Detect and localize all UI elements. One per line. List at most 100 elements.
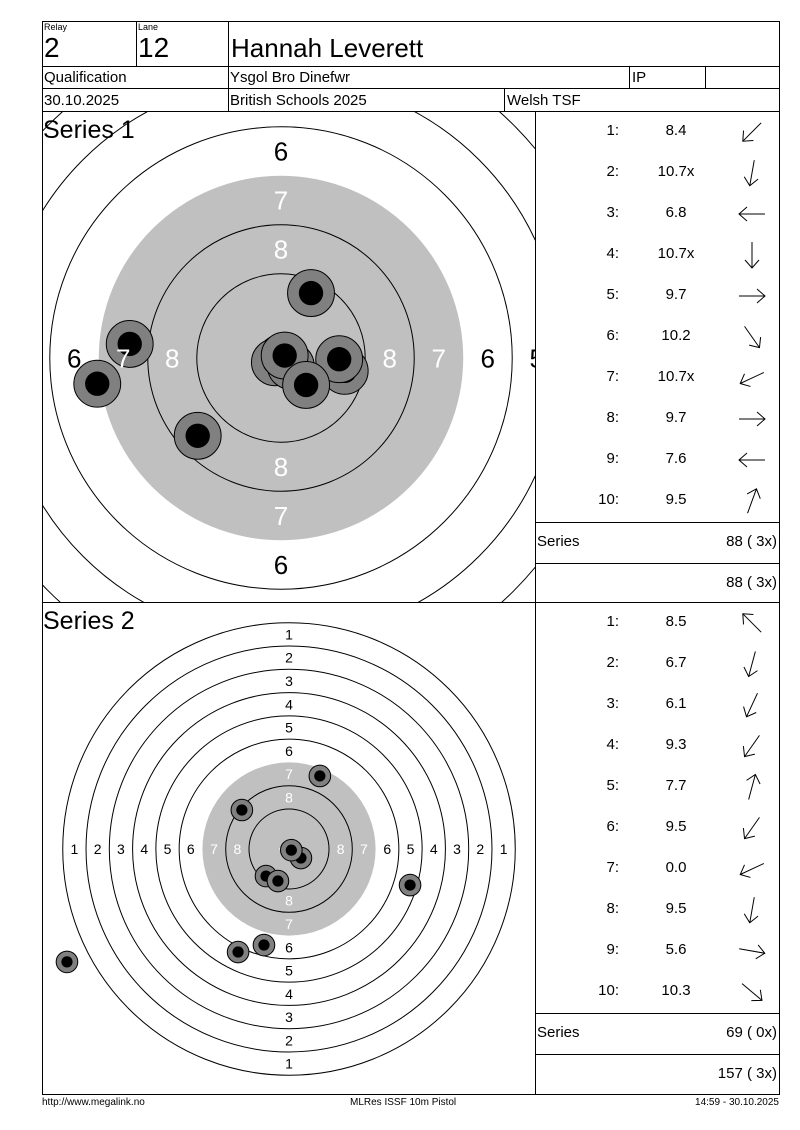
ring-label: 1	[70, 841, 78, 857]
direction-arrow-icon	[739, 944, 766, 960]
direction-arrow-icon	[743, 160, 759, 187]
direction-arrow-icon	[746, 773, 761, 800]
shot-row: 1: 8.4	[536, 112, 779, 153]
ring-label: 4	[430, 841, 438, 857]
shot-hole-core	[293, 372, 319, 398]
ring-label: 6	[285, 939, 293, 955]
direction-arrow-icon	[746, 488, 761, 514]
ring-label: 2	[476, 841, 484, 857]
shot-row: 10:9.5	[536, 481, 779, 522]
shot-hole-core	[298, 280, 324, 306]
ring-label: 6	[383, 841, 391, 857]
ring-label: 3	[285, 673, 293, 689]
ring-label: 7	[274, 186, 288, 216]
shot-number: 6:	[606, 327, 619, 344]
shot-hole-core	[61, 956, 73, 968]
direction-arrow-icon	[742, 122, 762, 142]
ring-label: 8	[337, 841, 345, 857]
direction-arrow-icon	[744, 326, 762, 349]
relay-label: Relay	[44, 22, 68, 32]
ring-label: 5	[274, 112, 288, 118]
shot-score: 0.0	[665, 859, 687, 876]
shot-hole-core	[258, 939, 270, 951]
ring-6	[49, 126, 513, 590]
direction-arrow-icon	[743, 693, 758, 718]
ring-label: 5	[285, 963, 293, 979]
shot-number: 10:	[598, 982, 619, 999]
event: Qualification	[44, 69, 127, 86]
relay-value: 2	[44, 32, 60, 63]
shot-number: 9:	[606, 941, 619, 958]
shot-number: 2:	[606, 163, 619, 180]
shot-score: 8.4	[665, 122, 687, 139]
shot-number: 7:	[606, 859, 619, 876]
shot-score: 7.7	[665, 777, 687, 794]
ring-label: 4	[140, 841, 148, 857]
direction-arrow-icon	[742, 735, 760, 758]
shot-number: 8:	[606, 900, 619, 917]
shot-row: 3: 6.8	[536, 194, 779, 235]
ring-4	[132, 692, 446, 1006]
shot-row: 10:10.3	[536, 972, 779, 1013]
shot-row: 5:9.7	[536, 276, 779, 317]
shot-hole-core	[314, 770, 326, 782]
shot-hole-core	[85, 371, 110, 396]
shot-hole-core	[185, 423, 210, 448]
shot-score: 9.5	[665, 491, 687, 508]
ring-5	[155, 715, 423, 983]
shot-row: 1:8.5	[536, 603, 779, 644]
direction-arrow-icon	[739, 411, 766, 427]
ring-label: 8	[285, 893, 293, 909]
shot-score: 6.7	[665, 654, 687, 671]
shot-hole-core	[236, 804, 248, 816]
shot-score: 5.6	[665, 941, 687, 958]
shot-row: 7: 10.7x	[536, 358, 779, 399]
ring-8	[225, 785, 353, 913]
shot-score: 10.7x	[657, 368, 695, 385]
direction-arrow-icon	[742, 817, 760, 840]
ring-label: 5	[285, 720, 293, 736]
ring-label: 8	[274, 452, 288, 482]
running-total-row: 157 ( 3x)	[536, 1054, 779, 1095]
ring-label: 3	[117, 841, 125, 857]
footer-program: MLRes ISSF 10m Pistol	[350, 1097, 457, 1108]
shot-number: 2:	[606, 654, 619, 671]
shot-score: 10.2	[661, 327, 691, 344]
direction-arrow-icon	[739, 863, 764, 878]
shot-number: 7:	[606, 368, 619, 385]
shot-number: 4:	[606, 736, 619, 753]
running-total: 157 ( 3x)	[717, 1065, 777, 1082]
shot-row: 9: 5.6	[536, 931, 779, 972]
direction-arrow-icon	[744, 242, 760, 269]
direction-arrow-icon	[739, 372, 764, 387]
lane-label: Lane	[138, 22, 159, 32]
shot-score: 8.5	[665, 613, 687, 630]
shot-score: 6.8	[665, 204, 687, 221]
series-title: Series 1	[43, 116, 135, 144]
direction-arrow-icon	[739, 288, 766, 304]
footer-url[interactable]: http://www.megalink.no	[42, 1097, 145, 1108]
club: Ysgol Bro Dinefwr	[230, 69, 351, 86]
shot-score: 9.7	[665, 409, 687, 426]
shot-number: 3:	[606, 695, 619, 712]
ring-label: 4	[285, 986, 293, 1002]
shot-score: 9.7	[665, 286, 687, 303]
lane-value: 12	[138, 32, 170, 63]
shot-number: 1:	[606, 122, 619, 139]
ring-label: 4	[285, 696, 293, 712]
ring-label: 5	[529, 343, 536, 373]
shot-score: 9.5	[665, 818, 687, 835]
competition: British Schools 2025	[230, 92, 367, 109]
shot-number: 3:	[606, 204, 619, 221]
ring-label: 1	[500, 841, 508, 857]
ring-label: 5	[164, 841, 172, 857]
shot-number: 4:	[606, 245, 619, 262]
ring-label: 6	[274, 137, 288, 167]
